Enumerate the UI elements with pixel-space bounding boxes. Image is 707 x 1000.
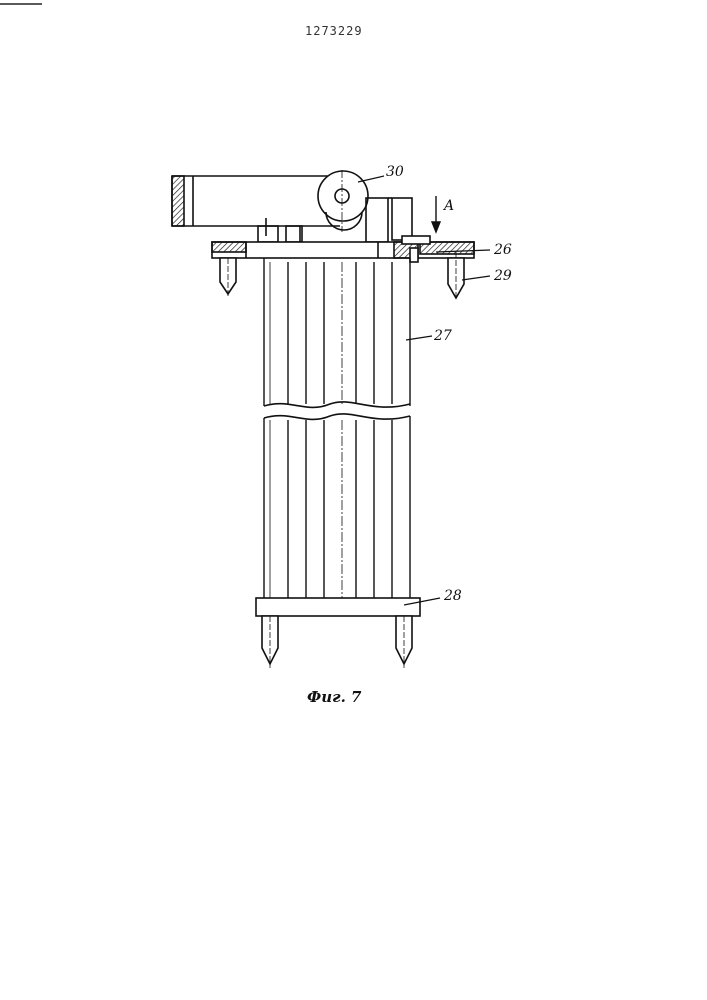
label-30: 30 <box>386 164 404 180</box>
bottom-pin-left <box>262 616 278 668</box>
label-27: 27 <box>433 328 452 344</box>
tube-bundle-lower <box>264 414 410 598</box>
top-plate-26 <box>212 236 474 262</box>
view-arrow-a <box>432 196 440 232</box>
label-28: 28 <box>443 588 462 604</box>
bottom-plate-28 <box>256 598 420 616</box>
lever-arm <box>172 176 340 226</box>
lever-end-hatch <box>172 176 184 226</box>
tube-bundle-upper <box>264 258 410 407</box>
top-pin-29 <box>448 252 464 300</box>
label-26: 26 <box>493 242 512 258</box>
label-a: A <box>442 198 454 214</box>
cam-30 <box>318 170 368 232</box>
lever-supports <box>258 218 302 242</box>
figure-caption: Фиг. 7 <box>307 688 361 706</box>
label-29: 29 <box>493 268 512 284</box>
bottom-pin-right <box>396 616 412 668</box>
top-pin-left <box>220 258 236 296</box>
